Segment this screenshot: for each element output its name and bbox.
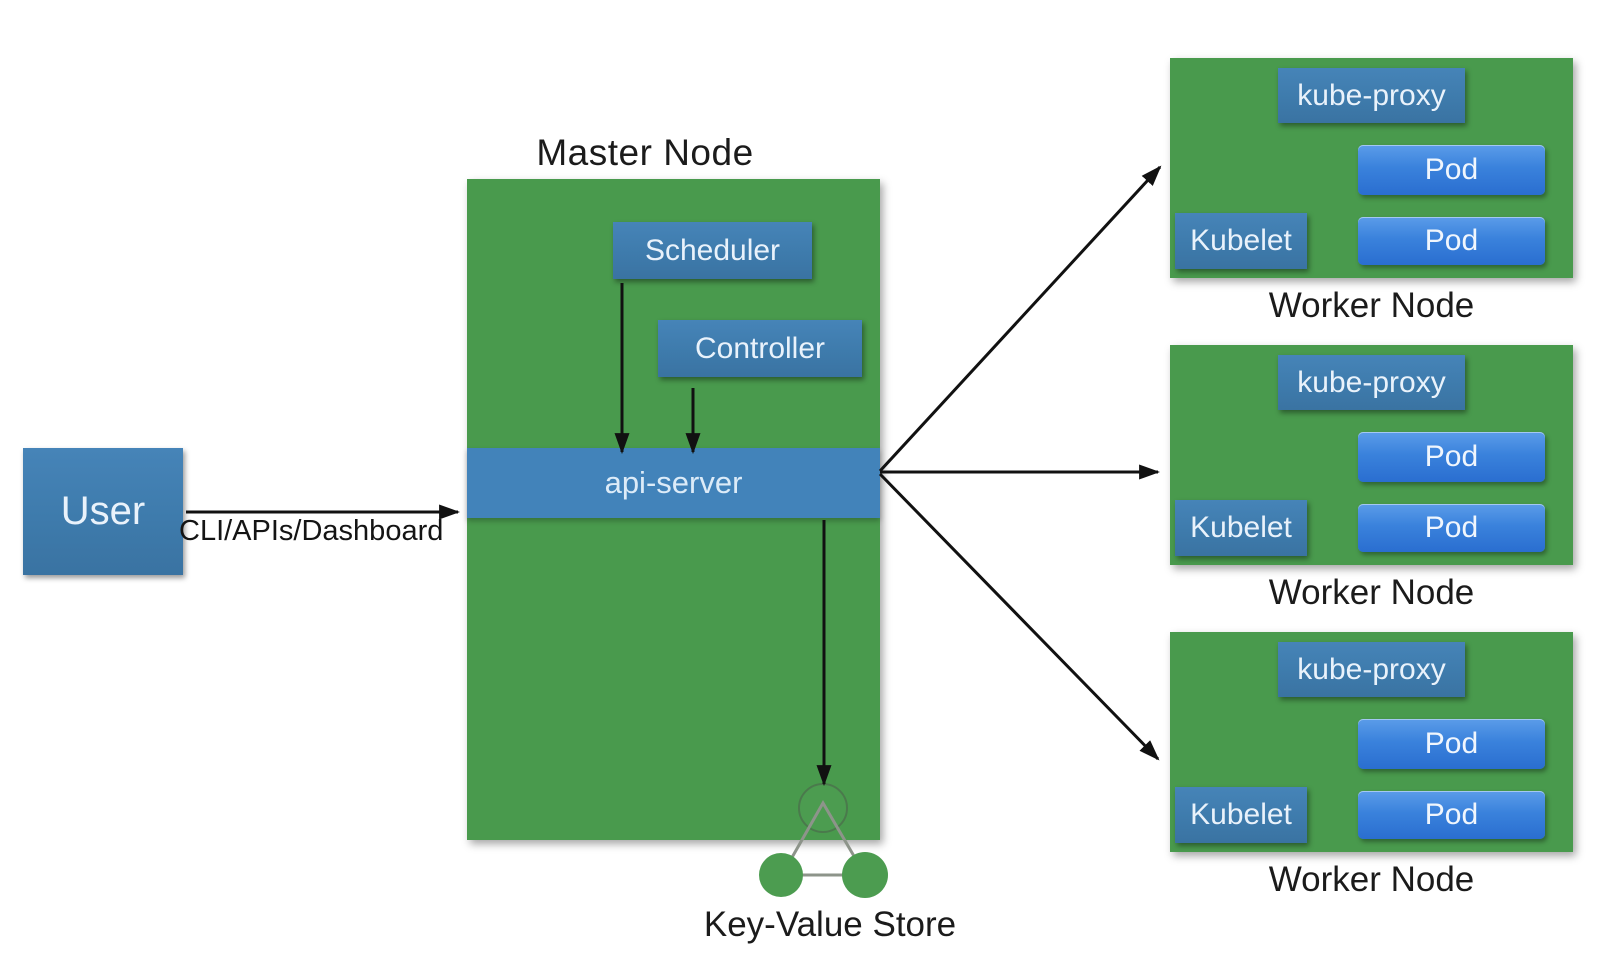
worker-node-title: Worker Node bbox=[1268, 286, 1475, 325]
pod-box: Pod bbox=[1358, 791, 1545, 839]
user-box: User bbox=[23, 448, 183, 575]
master-node-title: Master Node bbox=[536, 132, 754, 173]
kube-proxy-box: kube-proxy bbox=[1278, 642, 1465, 697]
kube-proxy-box: kube-proxy bbox=[1278, 68, 1465, 123]
api-server-band: api-server bbox=[467, 448, 880, 518]
kubelet-box: Kubelet bbox=[1175, 500, 1307, 556]
worker-node-title: Worker Node bbox=[1268, 860, 1475, 899]
worker-node-box-3: kube-proxy Pod Pod Kubelet Worker Node bbox=[1170, 632, 1573, 899]
pod-box: Pod bbox=[1358, 719, 1545, 769]
kube-proxy-box: kube-proxy bbox=[1278, 355, 1465, 410]
scheduler-box: Scheduler bbox=[613, 222, 812, 279]
worker-node-title: Worker Node bbox=[1268, 573, 1475, 612]
arrow-api-server-to-worker-1 bbox=[878, 165, 1162, 473]
user-to-master-arrow-label: CLI/APIs/Dashboard bbox=[179, 515, 444, 547]
worker-node-box-2: kube-proxy Pod Pod Kubelet Worker Node bbox=[1170, 345, 1573, 612]
kubelet-box: Kubelet bbox=[1175, 213, 1307, 269]
master-node-box: Scheduler Controller api-server bbox=[467, 179, 880, 840]
worker-node-box-1: kube-proxy Pod Pod Kubelet Worker Node bbox=[1170, 58, 1573, 325]
kubelet-box: Kubelet bbox=[1175, 787, 1307, 843]
pod-box: Pod bbox=[1358, 432, 1545, 482]
pod-box: Pod bbox=[1358, 145, 1545, 195]
pod-box: Pod bbox=[1358, 504, 1545, 552]
controller-box: Controller bbox=[658, 320, 862, 377]
arrow-api-server-to-worker-3 bbox=[878, 472, 1160, 761]
pod-box: Pod bbox=[1358, 217, 1545, 265]
key-value-store-label: Key-Value Store bbox=[703, 905, 957, 944]
